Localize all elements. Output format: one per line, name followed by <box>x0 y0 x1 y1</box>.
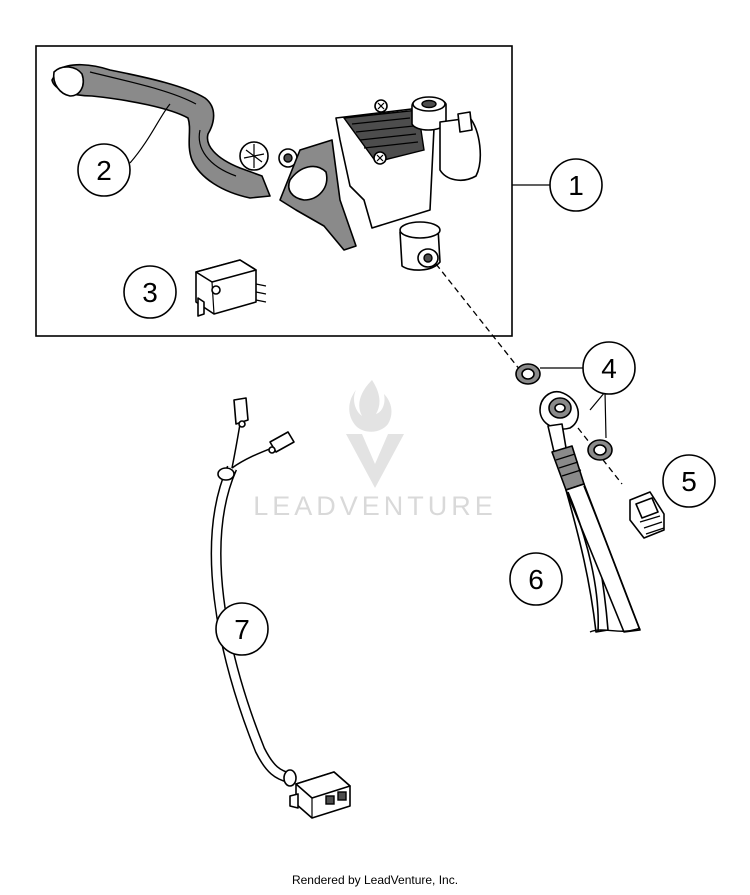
switch-part <box>195 259 267 317</box>
callout-4-label: 4 <box>601 353 617 384</box>
callout-5: 5 <box>662 454 716 508</box>
watermark-text: LEADVENTURE <box>253 491 497 521</box>
callout-2: 2 <box>77 143 131 197</box>
callout-3-label: 3 <box>142 277 158 308</box>
callout-7: 7 <box>215 602 269 656</box>
assembly-group-box <box>35 45 513 337</box>
master-cylinder-part <box>279 96 482 271</box>
harness-part <box>210 397 351 819</box>
callout-6-label: 6 <box>528 564 544 595</box>
washer-part <box>515 363 613 461</box>
callout-2-leader <box>129 103 171 164</box>
callout-5-label: 5 <box>681 466 697 497</box>
watermark: LEADVENTURE <box>253 380 497 521</box>
callout-7-label: 7 <box>234 614 250 645</box>
callout-4-leader-b <box>589 391 607 439</box>
assembly-leader <box>435 263 521 371</box>
callout-1: 1 <box>549 158 603 212</box>
callout-4: 4 <box>582 341 636 395</box>
bolt-part <box>629 491 665 539</box>
callout-2-label: 2 <box>96 155 112 186</box>
lever-part <box>51 63 298 199</box>
callout-6: 6 <box>509 552 563 606</box>
hose-part <box>539 390 641 633</box>
footer-credit: Rendered by LeadVenture, Inc. <box>291 873 459 887</box>
callout-3: 3 <box>123 265 177 319</box>
callout-1-label: 1 <box>568 170 584 201</box>
leadventure-flame-logo <box>346 380 404 488</box>
